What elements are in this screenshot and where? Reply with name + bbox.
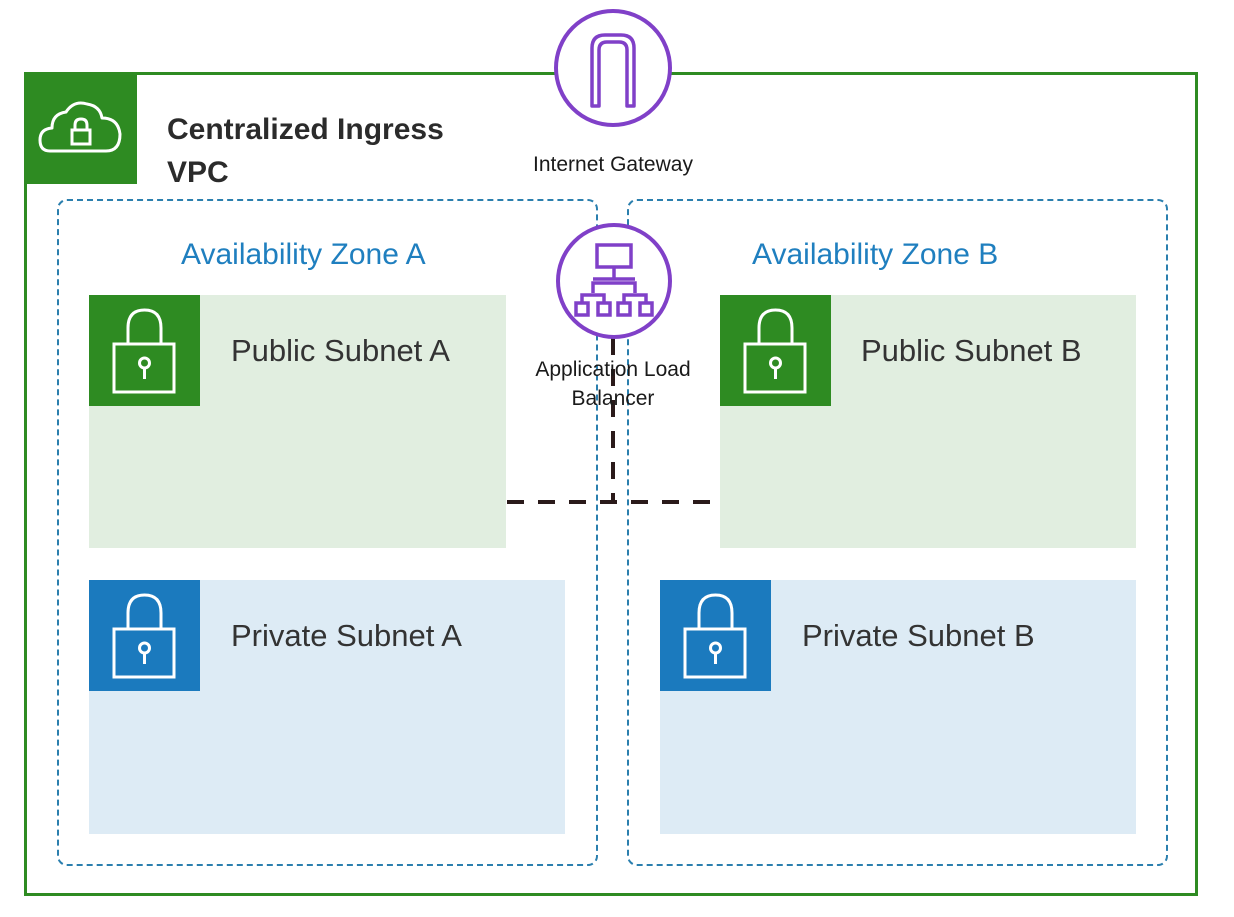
cloud-lock-icon [38, 101, 122, 153]
load-balancer-node[interactable] [556, 223, 672, 339]
lock-icon [112, 308, 176, 394]
load-balancer-label: Application Load Balancer [500, 355, 726, 413]
vpc-title-line2: VPC [167, 156, 229, 189]
private-subnet-b-label: Private Subnet B [802, 618, 1035, 653]
public-subnet-a-label: Public Subnet A [231, 333, 450, 368]
vpc-title-line1: Centralized Ingress [167, 113, 444, 146]
lock-icon [683, 593, 747, 679]
availability-zone-a [57, 199, 598, 866]
availability-zone-a-label: Availability Zone A [181, 238, 426, 271]
private-subnet-b-tile [660, 580, 771, 691]
public-subnet-a-tile [89, 295, 200, 406]
availability-zone-b [627, 199, 1168, 866]
load-balancer-label-line2: Balancer [571, 387, 655, 410]
lock-icon [112, 593, 176, 679]
vpc-badge [24, 72, 137, 184]
load-balancer-label-line1: Application Load [535, 358, 691, 381]
lock-icon [743, 308, 807, 394]
public-subnet-b-tile [720, 295, 831, 406]
private-subnet-a-label: Private Subnet A [231, 618, 462, 653]
internet-gateway-icon [590, 33, 636, 108]
private-subnet-a-tile [89, 580, 200, 691]
internet-gateway-node[interactable] [554, 9, 672, 127]
availability-zone-b-label: Availability Zone B [752, 238, 999, 271]
internet-gateway-label: Internet Gateway [533, 153, 693, 176]
load-balancer-icon [574, 243, 654, 317]
vpc-title: Centralized Ingress VPC [167, 108, 527, 194]
public-subnet-b-label: Public Subnet B [861, 333, 1082, 368]
